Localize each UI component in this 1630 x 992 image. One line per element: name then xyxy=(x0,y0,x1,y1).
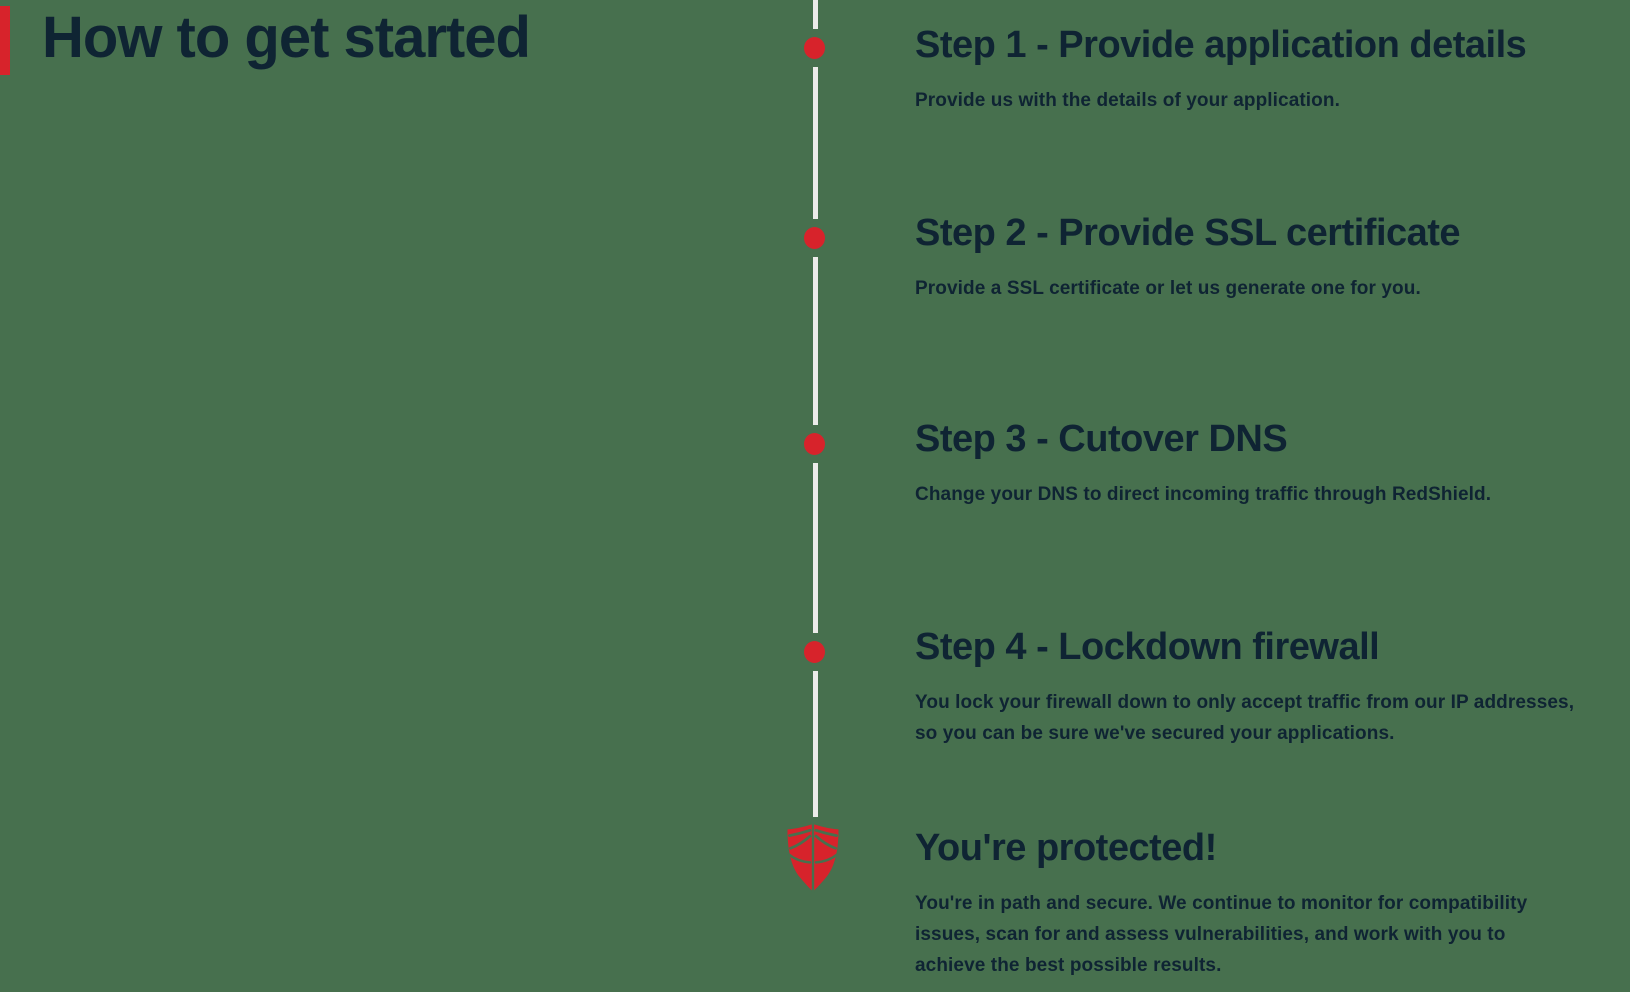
step-title: You're protected! xyxy=(915,827,1217,869)
step-item-3: Step 3 - Cutover DNS Change your DNS to … xyxy=(915,417,1615,510)
step-title: Step 4 - Lockdown firewall xyxy=(915,626,1380,668)
step-description: You lock your firewall down to only acce… xyxy=(915,692,1575,744)
step-title: Step 1 - Provide application details xyxy=(915,24,1527,66)
redshield-shield-icon xyxy=(786,823,840,893)
step-item-5: You're protected! You're in path and sec… xyxy=(915,826,1615,981)
step-description: You're in path and secure. We continue t… xyxy=(915,893,1528,976)
timeline-line-segment xyxy=(813,671,818,817)
timeline-step-dot-icon xyxy=(804,641,825,663)
step-item-2: Step 2 - Provide SSL certificate Provide… xyxy=(915,211,1615,304)
step-description: Provide a SSL certificate or let us gene… xyxy=(915,278,1421,299)
step-title: Step 3 - Cutover DNS xyxy=(915,418,1288,460)
step-item-4: Step 4 - Lockdown firewall You lock your… xyxy=(915,625,1615,749)
page-title: How to get started xyxy=(42,5,531,70)
step-description: Change your DNS to direct incoming traff… xyxy=(915,484,1492,505)
timeline-line-segment xyxy=(813,0,818,29)
step-title: Step 2 - Provide SSL certificate xyxy=(915,212,1461,254)
step-description: Provide us with the details of your appl… xyxy=(915,90,1340,111)
timeline-line-segment xyxy=(813,257,818,425)
title-accent-bar xyxy=(0,6,10,75)
timeline-step-dot-icon xyxy=(804,227,825,249)
timeline-line-segment xyxy=(813,463,818,633)
timeline-step-dot-icon xyxy=(804,433,825,455)
timeline-line-segment xyxy=(813,67,818,219)
timeline-step-dot-icon xyxy=(804,37,825,59)
step-item-1: Step 1 - Provide application details Pro… xyxy=(915,23,1615,116)
